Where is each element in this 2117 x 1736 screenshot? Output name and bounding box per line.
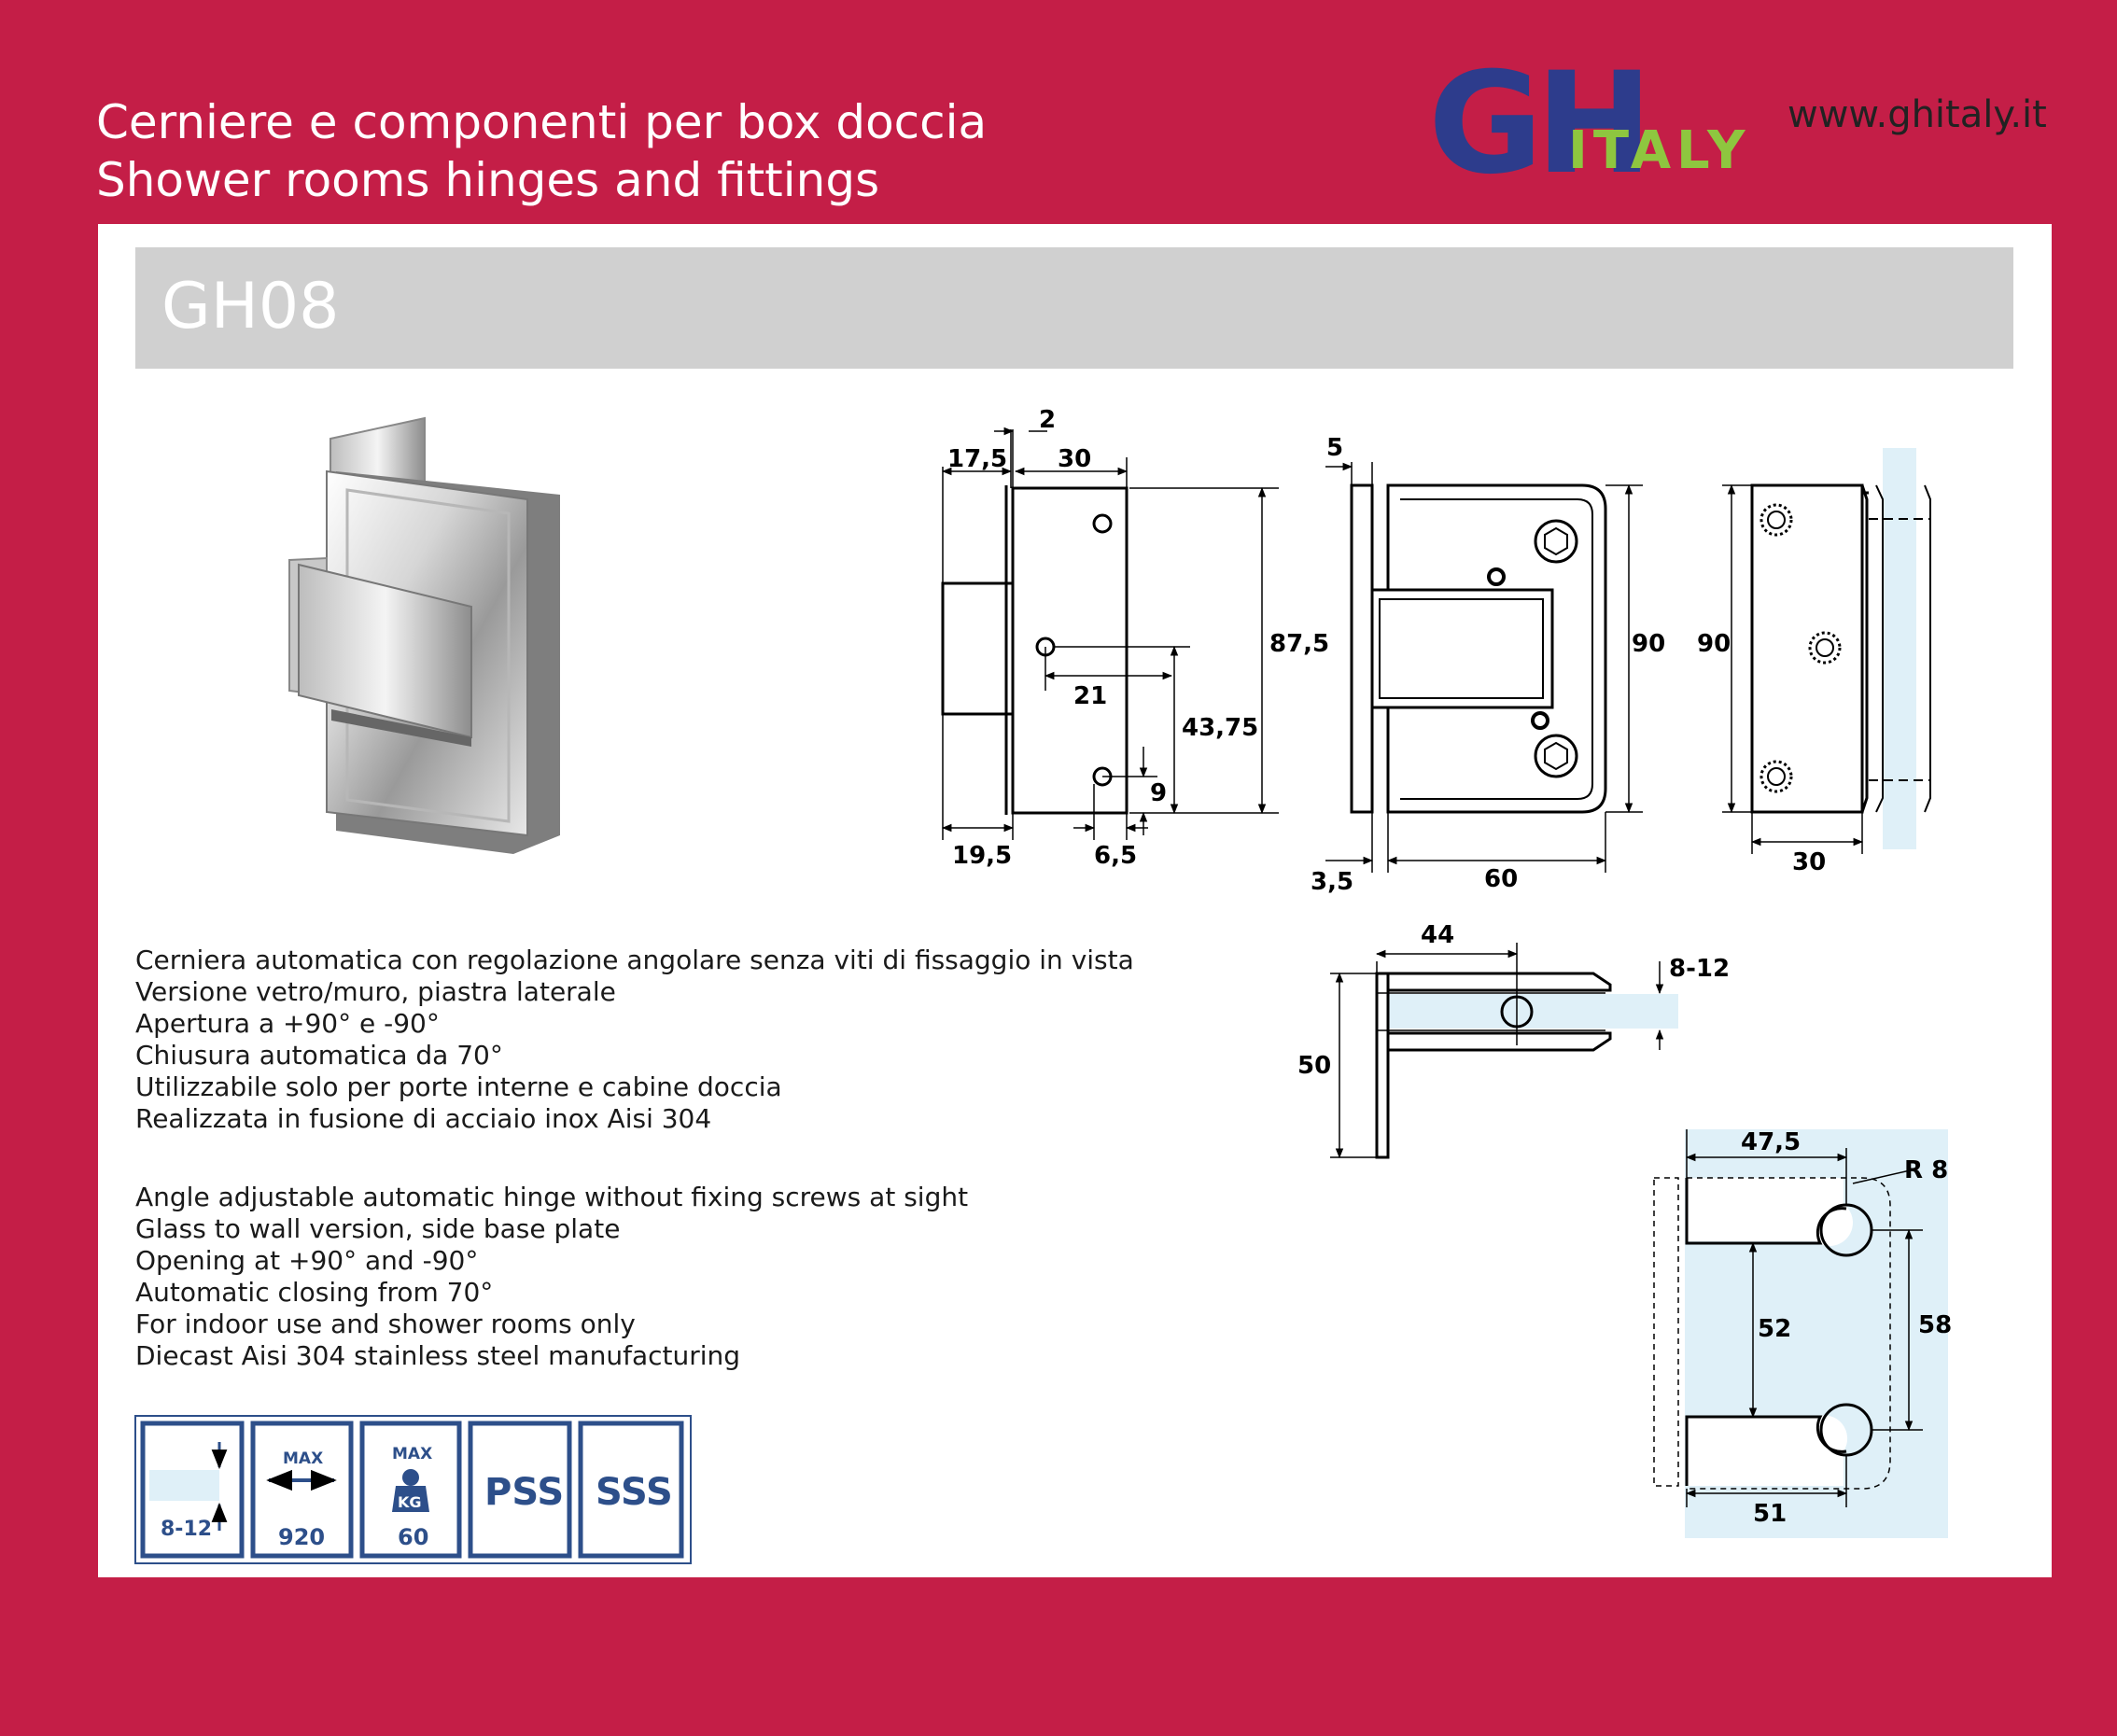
website-url: www.ghitaly.it [1788,93,2047,136]
dim-21: 21 [1073,682,1107,710]
hinge-photo [288,416,560,854]
badge-weight-value: 60 [398,1524,428,1550]
dim-44: 44 [1421,921,1454,949]
badge-width-value: 920 [278,1524,325,1550]
logo-italy-text: ITALY [1568,120,1751,181]
description-line: Chiusura automatica da 70° [135,1040,503,1071]
drawing-rear-view [1722,448,1931,854]
dim-2: 2 [1039,406,1056,434]
drawing-top-view [1330,943,1678,1159]
dim-87-5: 87,5 [1269,630,1329,658]
badge-max-label-1: MAX [283,1449,323,1468]
description-line: Opening at +90° and -90° [135,1245,479,1276]
badge-max-width [250,1421,354,1559]
logo-gh-text: GH [1428,43,1653,205]
description-line: Utilizzabile solo per porte interne e ca… [135,1071,782,1102]
badge-max-label-2: MAX [392,1445,432,1463]
header-title-english: Shower rooms hinges and fittings [96,153,880,207]
badge-max-weight [359,1421,462,1559]
drawing-side-view [941,427,1279,840]
description-line: Automatic closing from 70° [135,1277,494,1308]
badge-kg-label: KG [398,1493,422,1511]
spec-badges: 8-12 MAX 920 MAX KG 60 PSS SSS [134,1415,692,1564]
description-line: Cerniera automatica con regolazione ango… [135,945,1134,975]
dim-60: 60 [1484,865,1518,893]
description-line: Versione vetro/muro, piastra laterale [135,976,616,1007]
description-line: Diecast Aisi 304 stainless steel manufac… [135,1340,741,1371]
dim-43-75: 43,75 [1182,714,1258,742]
dim-51: 51 [1753,1500,1787,1528]
dim-50: 50 [1297,1052,1331,1080]
badge-pss [468,1421,572,1559]
dim-6-5: 6,5 [1094,842,1137,870]
description-english: Angle adjustable automatic hinge without… [135,1182,1255,1372]
dim-r8: R 8 [1904,1156,1948,1184]
dim-90-front: 90 [1632,630,1665,658]
description-line: Glass to wall version, side base plate [135,1213,621,1244]
header-title-italian: Cerniere e componenti per box doccia [96,95,988,149]
dim-5: 5 [1326,434,1343,462]
brand-logo: GH ITALY [1428,54,1764,194]
badge-thickness-value: 8-12 [161,1518,212,1541]
dim-47-5: 47,5 [1741,1128,1801,1156]
badge-glass-thickness [140,1421,245,1559]
dim-90-rear: 90 [1697,630,1731,658]
dim-17-5: 17,5 [947,445,1007,473]
drawing-front-view [1325,462,1643,873]
product-title-bar: GH08 [135,247,2013,369]
dim-58: 58 [1918,1311,1952,1339]
dim-9: 9 [1150,779,1167,807]
description-line: Realizzata in fusione di acciaio inox Ai… [135,1103,712,1134]
dim-3-5: 3,5 [1311,868,1353,896]
badge-pss-label: PSS [484,1471,564,1514]
dim-19-5: 19,5 [952,842,1012,870]
description-line: Angle adjustable automatic hinge without… [135,1182,969,1212]
badge-sss-label: SSS [596,1471,673,1514]
description-italian: Cerniera automatica con regolazione ango… [135,945,1255,1135]
dim-30-top: 30 [1058,445,1091,473]
dim-52: 52 [1758,1315,1791,1343]
product-code: GH08 [161,270,340,343]
dim-8-12: 8-12 [1669,955,1730,983]
badge-sss [578,1421,684,1559]
drawing-glass-cutout [1653,1129,1948,1538]
description-line: Apertura a +90° e -90° [135,1008,440,1039]
description-line: For indoor use and shower rooms only [135,1309,636,1339]
dim-30-bottom: 30 [1792,848,1826,876]
